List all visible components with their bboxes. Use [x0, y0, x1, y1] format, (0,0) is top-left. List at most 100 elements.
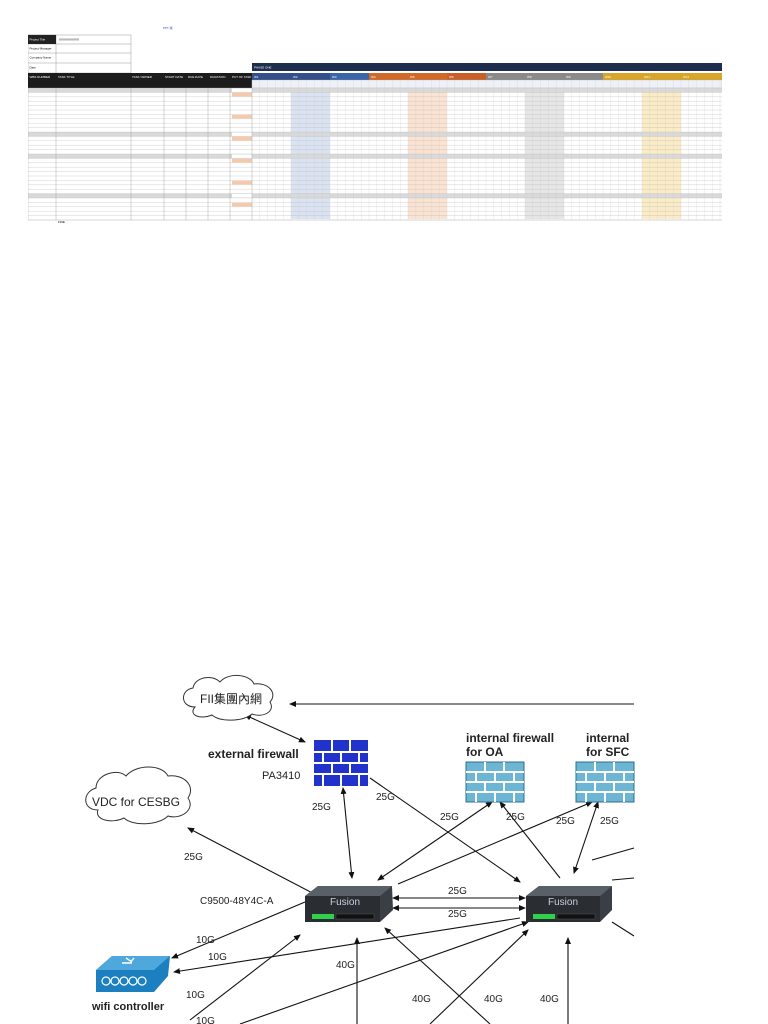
wifi-controller-label: wifi controller [91, 1001, 165, 1013]
pct-cell [232, 132, 252, 136]
group-row [28, 88, 722, 93]
header-pct: PCT OF TASK COMPLETE [232, 75, 269, 79]
link-label-25g-a: 25G [312, 802, 331, 813]
external-firewall-label: external firewall [208, 747, 299, 761]
week-9: W9 [566, 75, 571, 79]
pct-cell [232, 101, 252, 106]
internal-firewall-sfc-icon [575, 761, 635, 803]
pct-cell [232, 176, 252, 180]
fusion-switch-a: Fusion [305, 886, 393, 922]
group-row [28, 132, 722, 137]
week-8: W8 [527, 75, 532, 79]
pct-cell [232, 150, 252, 154]
pct-cell [232, 189, 252, 194]
week-4: W4 [371, 75, 376, 79]
pct-cell [232, 167, 252, 172]
pct-cell [232, 136, 252, 141]
pct-cell [232, 97, 252, 101]
link-label-group: 25G 25G 25G 25G 25G 25G 25G 25G 25G 10G … [184, 792, 619, 1024]
network-diagram-canvas: FII集團內網 VDC for CESBG [85, 675, 635, 1024]
header-task-title: TASK TITLE [58, 75, 75, 79]
pct-cell [232, 158, 252, 163]
pct-cell [232, 180, 252, 185]
gantt-title: PHASE ONE [254, 66, 272, 70]
cloud-fii-label: FII集團內網 [200, 691, 262, 706]
network-diagram: FII集團內網 VDC for CESBG [0, 660, 768, 1024]
pct-cell [232, 128, 252, 132]
pct-cell [232, 123, 252, 128]
footer-note: FINE [58, 220, 65, 224]
cloud-fii: FII集團內網 [183, 675, 274, 721]
header-task-owner: TASK OWNER [132, 75, 153, 79]
pct-cell [232, 88, 252, 92]
pct-cell [232, 141, 252, 145]
header-wbs: WBS NUMBER [30, 75, 52, 79]
link-lines [171, 701, 635, 1024]
link-label-10g-c: 10G [186, 990, 205, 1001]
internal-firewall-oa-label-1: internal firewall [466, 731, 554, 745]
project-manager-label: Project Manager [30, 47, 52, 51]
cloud-vdc-label: VDC for CESBG [92, 795, 180, 809]
external-firewall-model: PA3410 [262, 770, 300, 782]
highlight-col-gray [525, 88, 564, 219]
pct-cell [232, 207, 252, 211]
project-title-value: XXXXXXXXXX [59, 38, 79, 42]
pct-cell [232, 110, 252, 114]
link-label-10g-b: 10G [208, 952, 227, 963]
link-label-10g-a: 10G [196, 935, 215, 946]
gantt-sheet-canvas: PPT 版 Project Title XXXXXXXXXX Project M… [28, 25, 722, 224]
header-start-date: START DATE [165, 75, 183, 79]
company-name-label: Company Name [30, 56, 52, 60]
week-header: W1 W2 W3 W4 W5 W6 W7 W8 W9 W10 W11 W12 [251, 73, 722, 89]
pct-cell [232, 119, 252, 123]
week-12: W12 [683, 75, 690, 79]
link-label-25g-h: 25G [448, 886, 467, 897]
link-label-25g-f: 25G [556, 816, 575, 827]
group-row [28, 154, 722, 159]
pct-cell [232, 198, 252, 202]
link-label-40g-d: 40G [540, 994, 559, 1005]
pct-cell [232, 163, 252, 167]
fusion-switch-b: Fusion [526, 886, 612, 922]
pct-cell [232, 172, 252, 176]
task-grid [28, 80, 722, 221]
internal-firewall-oa-icon [465, 761, 525, 803]
highlight-col-orange [408, 88, 447, 219]
link-label-25g-b: 25G [376, 792, 395, 803]
external-firewall-icon [314, 740, 368, 786]
switch-model-label: C9500-48Y4C-A [200, 896, 274, 907]
link-label-25g-d: 25G [440, 812, 459, 823]
highlight-col-yellow [642, 88, 681, 219]
ppt-link[interactable]: PPT 版 [163, 25, 173, 30]
pct-cell [232, 145, 252, 150]
project-info-block: Project Title XXXXXXXXXX Project Manager… [28, 34, 132, 74]
week-2: W2 [293, 75, 298, 79]
wifi-controller-icon [96, 956, 170, 992]
week-7: W7 [488, 75, 493, 79]
header-duration: DURATION [210, 75, 225, 79]
link-label-25g-i: 25G [448, 909, 467, 920]
link-label-40g-b: 40G [412, 994, 431, 1005]
link-label-40g-a: 40G [336, 960, 355, 971]
internal-firewall-oa-label-2: for OA [466, 745, 504, 759]
week-1: W1 [254, 75, 259, 79]
date-label: Date [30, 66, 37, 70]
header-due-date: DUE DATE [188, 75, 203, 79]
internal-firewall-sfc-label-1: internal [586, 731, 629, 745]
gantt-spreadsheet: PPT 版 Project Title XXXXXXXXXX Project M… [28, 20, 722, 225]
task-table-header: WBS NUMBER TASK TITLE TASK OWNER START D… [28, 73, 269, 88]
cloud-vdc: VDC for CESBG [85, 766, 191, 825]
pct-cell [232, 92, 252, 97]
pct-cell [232, 194, 252, 198]
link-label-10g-d: 10G [196, 1016, 215, 1024]
pct-cell [232, 185, 252, 189]
pct-cell [232, 216, 252, 220]
week-10: W10 [605, 75, 612, 79]
week-3: W3 [332, 75, 337, 79]
week-11: W11 [644, 75, 650, 79]
highlight-col-blue [291, 88, 330, 219]
week-5: W5 [410, 75, 415, 79]
link-label-25g-e: 25G [506, 812, 525, 823]
pct-cell [232, 154, 252, 158]
pct-cell [232, 211, 252, 216]
